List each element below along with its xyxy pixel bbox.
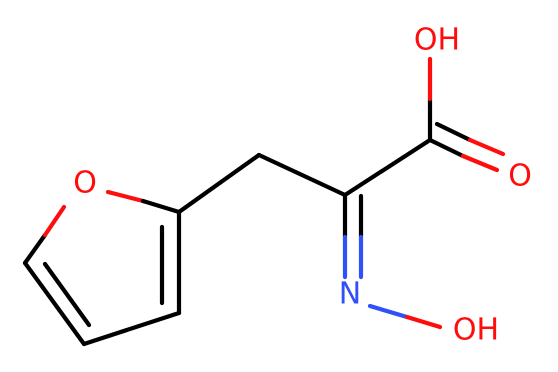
bond-c5-o1-oxygen xyxy=(42,204,67,238)
bond-c4-c5 xyxy=(22,260,87,347)
bond-cacid-o-carbon-2 xyxy=(434,121,473,143)
bond-n-oh-nitrogen xyxy=(367,303,410,320)
bond-c5-o1-carbon xyxy=(22,232,48,266)
oxime-nitrogen-label: N xyxy=(339,277,361,312)
oxime-hydroxyl-label: OH xyxy=(453,313,499,348)
acid-hydroxyl-label: OH xyxy=(414,23,460,58)
bond-c2-ch2 xyxy=(176,152,262,215)
bond-o1-c2-oxygen xyxy=(105,189,146,204)
bond-c4-c5-inner xyxy=(42,261,92,328)
bond-calpha-cacid xyxy=(342,137,433,198)
ring-oxygen-label: O xyxy=(73,166,97,201)
bond-ch2-calpha xyxy=(256,152,348,198)
bond-cacid-o-oxygen-1 xyxy=(460,153,500,173)
bond-cacid-o-oxygen-2 xyxy=(467,137,506,157)
bond-n-oh-oxygen xyxy=(404,314,443,330)
bond-cacid-o-carbon-1 xyxy=(427,137,466,159)
bond-c3-c4 xyxy=(81,310,182,347)
carbonyl-oxygen-label: O xyxy=(508,159,532,194)
bond-o1-c2-carbon xyxy=(140,198,182,215)
